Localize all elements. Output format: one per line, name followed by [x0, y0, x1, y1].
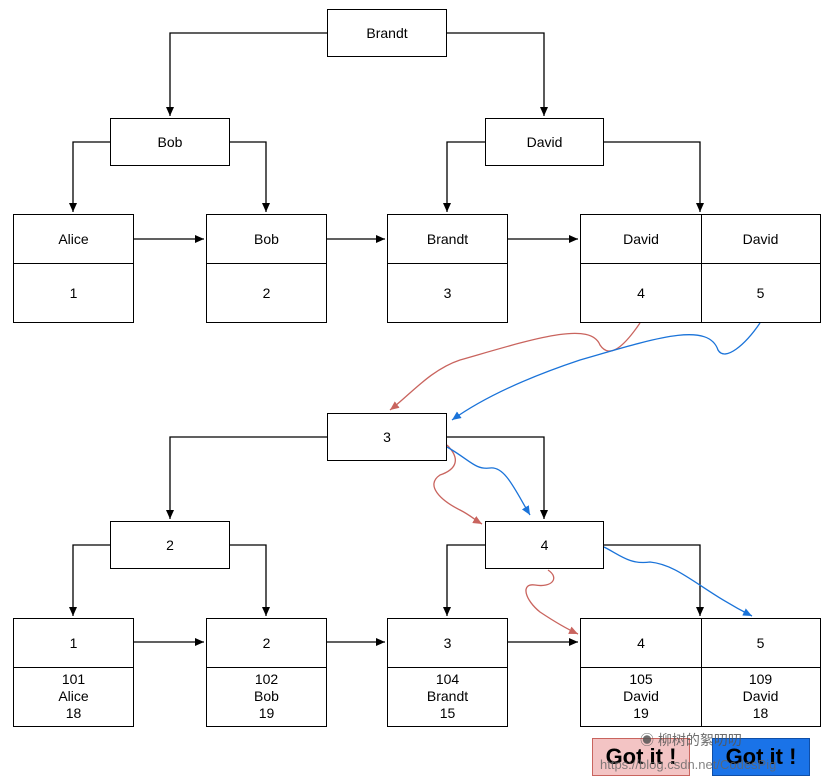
- edge-root3-to-2: [166, 436, 327, 519]
- lower-leaf-4-id-a: 105: [629, 671, 653, 687]
- got-it-red-label: Got it !: [605, 744, 677, 769]
- upper-internal-node-right: David: [485, 118, 604, 166]
- edge-david-to-david: [604, 141, 704, 212]
- edge-2-to-1: [69, 544, 110, 616]
- upper-leaf-1-key: Alice: [14, 215, 133, 264]
- upper-leaf-1-value: 1: [69, 284, 78, 301]
- upper-leaf-3-key: Brandt: [388, 215, 507, 264]
- lower-leaf-4-age-b: 18: [752, 705, 769, 721]
- edge-root3-to-4: [447, 436, 548, 519]
- edge-bob-to-alice: [69, 141, 110, 212]
- lower-leaf-3-row: 104 Brandt 15: [388, 667, 507, 726]
- lower-internal-label-left: 2: [166, 537, 174, 553]
- lower-leaf-4-name-b: David: [742, 688, 779, 704]
- lower-leaf-2: 2 102 Bob 19: [206, 618, 327, 727]
- lower-internal-node-left: 2: [110, 521, 230, 569]
- upper-root-node: Brandt: [327, 9, 447, 57]
- edge-4-to-3: [443, 544, 485, 616]
- edge-david-to-brandt: [443, 141, 485, 212]
- watermark-url: https://blog.csdn.net/CodesPig: [600, 757, 777, 772]
- upper-internal-label-right: David: [526, 134, 563, 150]
- lower-leaf-4-age-a: 19: [633, 705, 649, 721]
- got-it-button-blue[interactable]: Got it !: [712, 738, 810, 776]
- lower-leaf-1-row: 101 Alice 18: [14, 667, 133, 726]
- got-it-blue-label: Got it !: [725, 744, 797, 769]
- got-it-button-red[interactable]: Got it !: [592, 738, 690, 776]
- upper-leaf-4-key-b: David: [701, 215, 820, 264]
- blue-curve-root-to-4: [446, 446, 531, 516]
- upper-leaf-4-value-b: 5: [756, 284, 765, 301]
- edge-root-to-david: [447, 32, 548, 116]
- lower-leaf-3-name: Brandt: [426, 688, 469, 704]
- red-curve-4-to-leaf4: [525, 569, 579, 635]
- red-curve-to-root: [389, 322, 641, 411]
- blue-curve-4-to-leaf5: [603, 546, 753, 617]
- upper-leaf-3: Brandt 3: [387, 214, 508, 323]
- upper-leaf-4-value-a: 4: [637, 284, 645, 301]
- lower-leaf-4-row-b: 109 David 18: [701, 667, 820, 726]
- upper-internal-label-left: Bob: [157, 134, 183, 150]
- edge-2-to-2: [230, 544, 270, 616]
- lower-internal-node-right: 4: [485, 521, 604, 569]
- upper-leaf-2-value: 2: [262, 284, 271, 301]
- lower-root-label: 3: [383, 429, 391, 445]
- upper-internal-node-left: Bob: [110, 118, 230, 166]
- lower-leaf-1-key: 1: [14, 619, 133, 668]
- lower-leaf-1: 1 101 Alice 18: [13, 618, 134, 727]
- lower-leaf-1-age: 18: [65, 705, 82, 721]
- upper-leaf-4: David 4 David 5: [580, 214, 821, 323]
- lower-leaf-2-name: Bob: [254, 688, 279, 704]
- upper-leaf-2: Bob 2: [206, 214, 327, 323]
- watermark-text: ◉ 柳树的絮叨叨: [640, 730, 742, 750]
- upper-leaf-4-key-a: David: [581, 215, 701, 264]
- edge-bob-to-bob: [230, 141, 270, 212]
- lower-root-node: 3: [327, 413, 447, 461]
- lower-leaf-2-row: 102 Bob 19: [207, 667, 326, 726]
- lower-internal-label-right: 4: [540, 537, 549, 553]
- lower-leaf-4-key-b: 5: [701, 619, 820, 668]
- lower-leaf-3: 3 104 Brandt 15: [387, 618, 508, 727]
- lower-leaf-2-key: 2: [207, 619, 326, 668]
- lower-leaf-4-key-a: 4: [581, 619, 701, 668]
- lower-leaf-3-key: 3: [388, 619, 507, 668]
- upper-leaf-2-key: Bob: [207, 215, 326, 264]
- lower-leaf-2-age: 19: [258, 705, 275, 721]
- wechat-icon: ◉: [640, 732, 654, 748]
- lower-leaf-3-age: 15: [439, 705, 456, 721]
- upper-leaf-1: Alice 1: [13, 214, 134, 323]
- blue-curve-to-root: [451, 322, 761, 421]
- watermark-label: 柳树的絮叨叨: [657, 732, 742, 748]
- lower-leaf-1-id: 101: [61, 671, 86, 687]
- upper-root-label: Brandt: [366, 25, 408, 41]
- lower-leaf-2-id: 102: [254, 671, 279, 687]
- edge-root-to-bob: [166, 32, 327, 116]
- lower-leaf-1-name: Alice: [58, 688, 89, 704]
- upper-leaf-3-value: 3: [443, 284, 452, 301]
- lower-leaf-4-row-a: 105 David 19: [581, 667, 701, 726]
- lower-leaf-4-name-a: David: [623, 688, 659, 704]
- lower-leaf-3-id: 104: [435, 671, 460, 687]
- lower-leaf-4-id-b: 109: [748, 671, 773, 687]
- red-curve-root-to-4: [433, 444, 483, 525]
- edge-4-to-4: [604, 544, 704, 616]
- lower-leaf-4: 4 105 David 19 5 109 David 18: [580, 618, 821, 727]
